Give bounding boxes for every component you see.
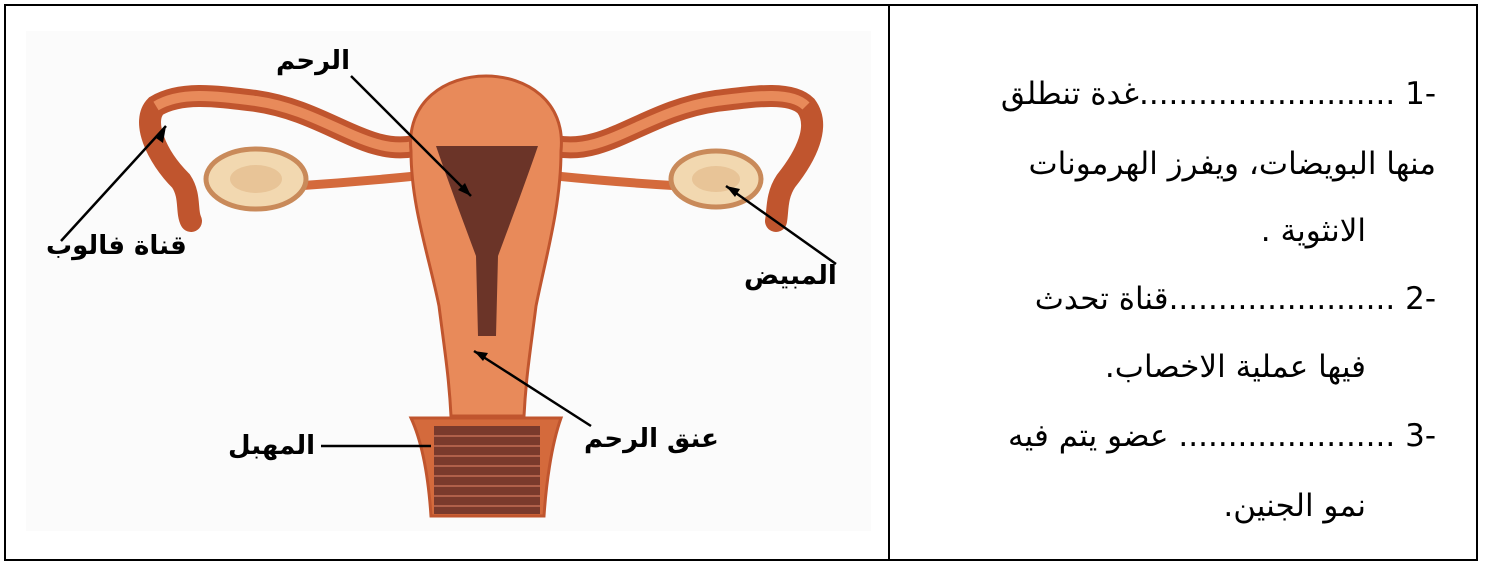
question-2-blank: .......................	[1169, 281, 1396, 317]
label-cervix: عنق الرحم	[584, 424, 719, 454]
question-2-number: -2	[1405, 281, 1436, 317]
question-1-line-2: منها البويضات، ويفرز الهرمونات	[1028, 146, 1436, 182]
question-3-blank: ......................	[1178, 418, 1395, 454]
question-3-line-2: نمو الجنين.	[1223, 488, 1366, 524]
label-vagina: المهبل	[228, 431, 315, 461]
question-2-text: قناة تحدث	[1035, 281, 1169, 317]
question-1-line-1: -1 ..........................غدة تنطلق	[1001, 76, 1436, 112]
question-3-text: عضو يتم فيه	[1008, 418, 1169, 454]
label-ovary: المبيض	[744, 261, 837, 291]
questions-cell: -1 ..........................غدة تنطلق م…	[890, 6, 1476, 559]
question-1-number: -1	[1405, 76, 1436, 112]
label-uterus: الرحم	[276, 46, 350, 76]
question-2-line-1: -2 .......................قناة تحدث	[1035, 281, 1436, 317]
label-fallopian-tube: قناة فالوب	[46, 231, 187, 261]
question-1-text: غدة تنطلق	[1001, 76, 1139, 112]
question-2-line-2: فيها عملية الاخصاب.	[1105, 349, 1366, 385]
diagram-cell: الرحم قناة فالوب المبيض عنق الرحم المهبل	[6, 6, 890, 559]
worksheet-table: الرحم قناة فالوب المبيض عنق الرحم المهبل…	[4, 4, 1478, 561]
question-1-blank: ..........................	[1139, 76, 1395, 112]
question-1-line-3: الانثوية .	[1261, 213, 1366, 249]
question-3-line-1: -3 ...................... عضو يتم فيه	[1008, 418, 1436, 454]
question-3-number: -3	[1405, 418, 1436, 454]
